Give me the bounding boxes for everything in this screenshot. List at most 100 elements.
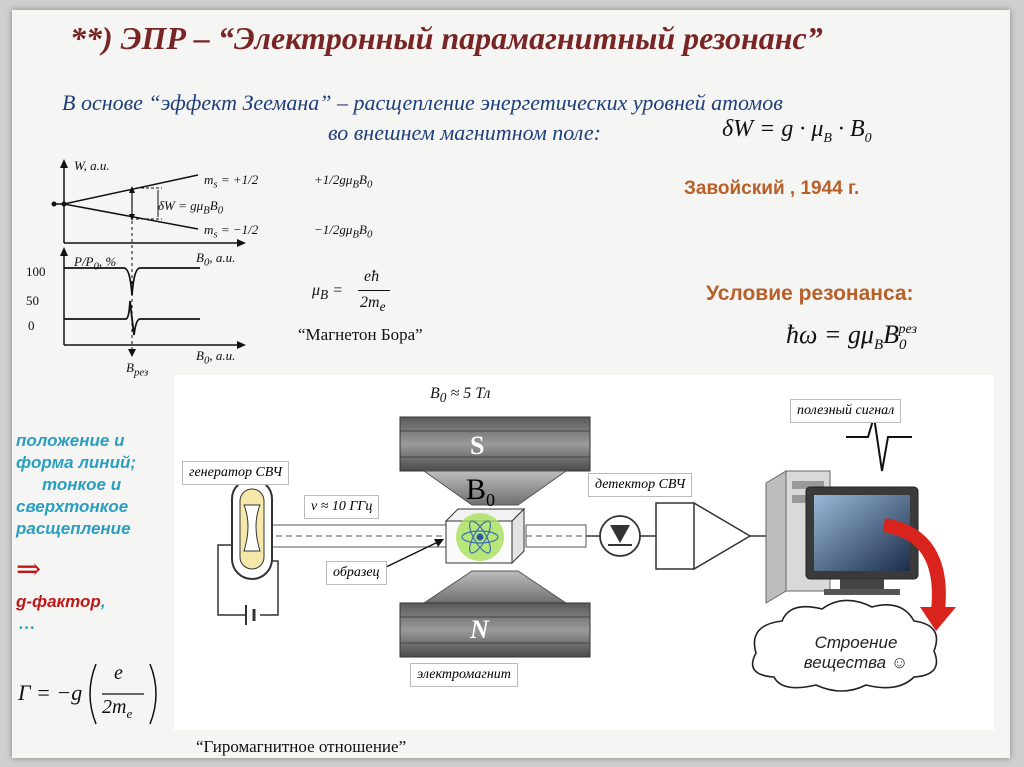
field-strength-tail: ≈ 5 Тл (446, 385, 491, 402)
b0-axis-upper-sub: 0 (203, 256, 210, 269)
b0-field-symbol-b: B (466, 473, 487, 506)
plus-energy-b: B (359, 172, 367, 187)
field-strength-b: B (430, 385, 440, 402)
pp-axis-sub: 0 (93, 260, 99, 273)
b0-axis-lower-sub: 0 (203, 354, 210, 367)
pp-axis-tail: , % (98, 254, 117, 269)
gyro-lhs: Γ = −g (18, 680, 83, 705)
resonance-formula-main: ħω = gμ (786, 320, 874, 349)
resonance-formula-b: B (883, 320, 900, 349)
g-factor-label: g-фактор (16, 592, 101, 611)
gyro-parens (89, 663, 157, 725)
resonance-formula-sub0: 0 (899, 337, 907, 354)
pp-axis-label: P/P0, % (74, 254, 116, 273)
plus-energy-sub0: 0 (367, 178, 373, 191)
y-tick-50: 50 (26, 293, 39, 308)
spectrometer-diagram: B0 ≈ 5 Тл S N B0 генератор СВЧ ν ≈ 10 ГГ… (174, 375, 994, 730)
resonance-title: Условие резонанса: (706, 282, 914, 305)
ms-plus-tail: = +1/2 (217, 172, 259, 187)
minus-energy-main: −1/2gμ (314, 222, 353, 237)
ms-minus-tail: = −1/2 (217, 222, 259, 237)
list-item: расщепление (16, 519, 131, 538)
gyro-den-main: 2m (102, 696, 127, 718)
b0-field-symbol: B0 (466, 473, 495, 511)
north-pole-label: N (470, 615, 489, 644)
bohr-den-sub: e (379, 299, 386, 315)
b0-axis-upper-tail: , a.u. (209, 250, 236, 265)
intro-line-1: В основе “эффект Зеемана” – расщепление … (62, 90, 783, 115)
bohr-mu: μ (312, 282, 321, 299)
south-pole-label: S (470, 431, 485, 460)
ms-plus-sub: s (213, 178, 218, 191)
gyro-den: 2me (102, 696, 132, 722)
gyro-num: e (114, 662, 123, 684)
minus-energy-sub0: 0 (367, 228, 373, 241)
sample-label: образец (326, 561, 387, 585)
list-item: сверхтонкое (16, 497, 129, 516)
ms-minus-m: m (204, 222, 214, 237)
bohr-caption: “Магнетон Бора” (298, 325, 423, 344)
ms-minus-sub: s (213, 228, 218, 241)
zavoisky-label: Завойский , 1944 г. (684, 178, 860, 199)
field-strength-label: B0 ≈ 5 Тл (430, 385, 491, 406)
list-item: форма линий; (16, 453, 136, 472)
zeeman-formula-main: δW = g · μ (722, 116, 824, 142)
ms-plus-m: m (204, 172, 214, 187)
g-factor-item: g-фактор, (16, 592, 106, 612)
bohr-num: eħ (364, 268, 380, 285)
cloud-line-1: Строение (814, 633, 898, 652)
bohr-mu-sub: B (320, 287, 329, 303)
signal-label: полезный сигнал (790, 399, 902, 423)
g-factor-comma: , (100, 592, 106, 611)
ms-plus-label: ms = +1/2 (204, 172, 258, 191)
detector-label: детектор СВЧ (588, 473, 693, 497)
generator-label: генератор СВЧ (182, 461, 290, 485)
gyro-caption: “Гиромагнитное отношение” (196, 737, 407, 756)
list-item: тонкое и (42, 475, 122, 494)
bohr-den: 2me (360, 294, 385, 315)
b0-axis-lower-b: B (196, 348, 204, 363)
plus-energy-main: +1/2gμ (314, 172, 353, 187)
resonance-formula-sub: B (873, 337, 884, 354)
gyro-den-sub: e (126, 706, 133, 721)
y-tick-100: 100 (26, 264, 46, 279)
ms-minus-label: ms = −1/2 (204, 222, 258, 241)
b-res-label: Bрез (126, 360, 148, 379)
list-ellipsis: … (18, 614, 35, 633)
y-tick-0: 0 (28, 318, 35, 333)
zeeman-formula-tail: · B (831, 116, 865, 142)
field-strength-sub: 0 (439, 390, 447, 406)
resonance-formula: ħω = gμBB0рез (786, 320, 925, 354)
b-res-sub: рез (133, 366, 149, 379)
delta-w-sub0: 0 (217, 204, 224, 217)
list-item: положение и (16, 431, 125, 450)
cloud-line-2: вещества ☺ (803, 653, 909, 672)
resonance-formula-sup: рез (898, 322, 918, 338)
line-properties-list: положение и форма линий; тонкое и сверхт… (16, 430, 176, 540)
b0-axis-lower: B0, a.u. (196, 348, 235, 367)
cloud-text: Строение вещества ☺ (786, 633, 926, 673)
spectrometer-drawing (217, 416, 956, 692)
bohr-den-main: 2m (360, 294, 380, 311)
bohr-lhs: μB = (312, 282, 343, 303)
delta-w-main: δW = gμ (158, 198, 204, 213)
b0-field-symbol-sub: 0 (486, 490, 496, 510)
electromagnet-label: электромагнит (410, 663, 518, 687)
minus-energy-label: −1/2gμBB0 (314, 222, 372, 241)
frequency-label: ν ≈ 10 ГГц (304, 495, 380, 519)
zeeman-formula: δW = g · μB · B0 (722, 116, 872, 147)
plus-energy-sub: B (352, 178, 360, 191)
minus-energy-b: B (359, 222, 367, 237)
b0-axis-lower-tail: , a.u. (209, 348, 236, 363)
b0-axis-upper-b: B (196, 250, 204, 265)
zeeman-formula-sub: B (823, 130, 832, 146)
delta-w-label: δW = gμBB0 (158, 198, 223, 217)
minus-energy-sub: B (352, 228, 360, 241)
bohr-fraction-bar (358, 290, 390, 291)
w-axis-label: W, a.u. (74, 158, 110, 173)
pp-axis-main: P/P (74, 254, 94, 269)
bohr-eq: = (332, 282, 343, 299)
delta-w-b: B (209, 198, 218, 213)
plus-energy-label: +1/2gμBB0 (314, 172, 372, 191)
delta-w-sub: B (203, 204, 210, 217)
